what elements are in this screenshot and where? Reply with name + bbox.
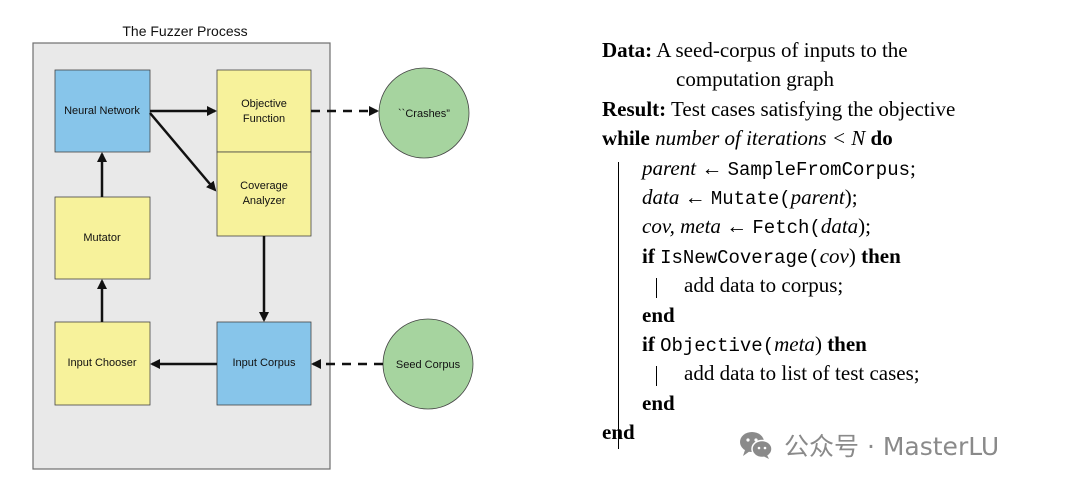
add-to-tests-text: add data to list of test cases; [684, 361, 920, 386]
coverage-label-1: Coverage [240, 180, 288, 192]
algo-result-line: Result: Test cases satisfying the object… [602, 95, 1072, 124]
data-keyword: Data: [602, 38, 653, 62]
if-objective-block-bar [656, 366, 657, 386]
neural-network-node [54, 69, 151, 153]
then-keyword-2: then [827, 331, 867, 356]
assign-arrow-1: ← [701, 155, 723, 180]
mutate-fn: Mutate( [710, 187, 791, 210]
result-keyword: Result: [602, 96, 667, 121]
coverage-label-2: Analyzer [243, 195, 286, 207]
objective-close: ) [814, 331, 822, 356]
end-keyword-2: end [642, 390, 675, 415]
do-keyword: do [870, 126, 893, 151]
is-new-coverage-close: ) [848, 243, 856, 268]
algo-mutate-line: data ← Mutate(parent); [602, 183, 1072, 212]
algo-data-line: Data: A seed-corpus of inputs to the [602, 36, 1072, 65]
input-chooser-label: Input Chooser [67, 357, 136, 369]
fetch-arg: data [820, 214, 859, 239]
data-var: data [642, 184, 680, 209]
cov-meta-var: cov, meta [642, 214, 721, 239]
algo-fetch-line: cov, meta ← Fetch(data); [602, 212, 1072, 241]
while-operator: < N [831, 126, 866, 151]
is-new-coverage-arg: cov [819, 243, 849, 268]
algo-end-1-line: end [602, 301, 1072, 330]
objective-arg: meta [774, 331, 815, 356]
seed-corpus-label: Seed Corpus [396, 359, 461, 371]
while-block-bar [618, 162, 619, 449]
result-text: Test cases satisfying the objective [671, 96, 956, 121]
is-new-coverage-fn: IsNewCoverage( [660, 246, 820, 269]
assign-arrow-3: ← [726, 214, 748, 239]
assign-arrow-2: ← [684, 184, 706, 209]
input-corpus-node [216, 321, 312, 406]
diagram-title: The Fuzzer Process [122, 23, 247, 39]
algo-end-2-line: end [602, 389, 1072, 418]
if-keyword-1: if [642, 243, 655, 268]
data-text-1: A seed-corpus of inputs to the [656, 38, 908, 62]
fetch-fn: Fetch( [752, 217, 821, 240]
sample-fn: SampleFromCorpus [727, 158, 910, 181]
input-chooser-node [54, 321, 151, 406]
algo-while-line: while number of iterations < N do [602, 124, 1072, 153]
sample-end: ; [910, 155, 916, 180]
wechat-icon [740, 432, 773, 459]
algo-if-coverage-line: if IsNewCoverage(cov) then [602, 242, 1072, 271]
crashes-node [378, 67, 470, 159]
algo-data-line-2: computation graph [602, 65, 1072, 94]
neural-network-label: Neural Network [64, 105, 140, 117]
arrow-nn-to-coverage [149, 112, 217, 192]
mutate-end: ); [844, 184, 858, 209]
objective-function-node [216, 69, 312, 153]
data-text-2: computation graph [676, 67, 835, 92]
coverage-analyzer-node [216, 151, 312, 237]
end-keyword-1: end [642, 302, 675, 327]
input-corpus-label: Input Corpus [233, 357, 296, 369]
objective-label-2: Function [243, 113, 285, 125]
parent-var: parent [642, 155, 697, 180]
then-keyword-1: then [861, 243, 901, 268]
algo-if-objective-line: if Objective(meta) then [602, 330, 1072, 359]
mutate-arg: parent [790, 184, 845, 209]
while-keyword: while [602, 126, 650, 151]
fuzzer-process-diagram: The Fuzzer Process Neural Network Object… [32, 23, 474, 470]
crashes-label: ``Crashes” [398, 108, 450, 120]
fuzzing-algorithm: Data: A seed-corpus of inputs to the com… [602, 36, 1072, 449]
objective-label-1: Objective [241, 98, 287, 110]
algo-sample-line: parent ← SampleFromCorpus; [602, 154, 1072, 183]
algo-add-tests-line: add data to list of test cases; [602, 359, 1072, 388]
add-to-corpus-text: add data to corpus; [684, 273, 844, 298]
watermark: 公众号 · MasterLU [738, 427, 999, 463]
while-condition: number of iterations [655, 126, 827, 151]
fetch-end: ); [858, 214, 871, 239]
if-keyword-2: if [642, 331, 655, 356]
if-coverage-block-bar [656, 278, 657, 298]
algo-add-corpus-line: add data to corpus; [602, 271, 1072, 300]
objective-fn: Objective( [660, 334, 775, 357]
watermark-text: 公众号 · MasterLU [784, 432, 1000, 461]
mutator-label: Mutator [83, 232, 121, 244]
